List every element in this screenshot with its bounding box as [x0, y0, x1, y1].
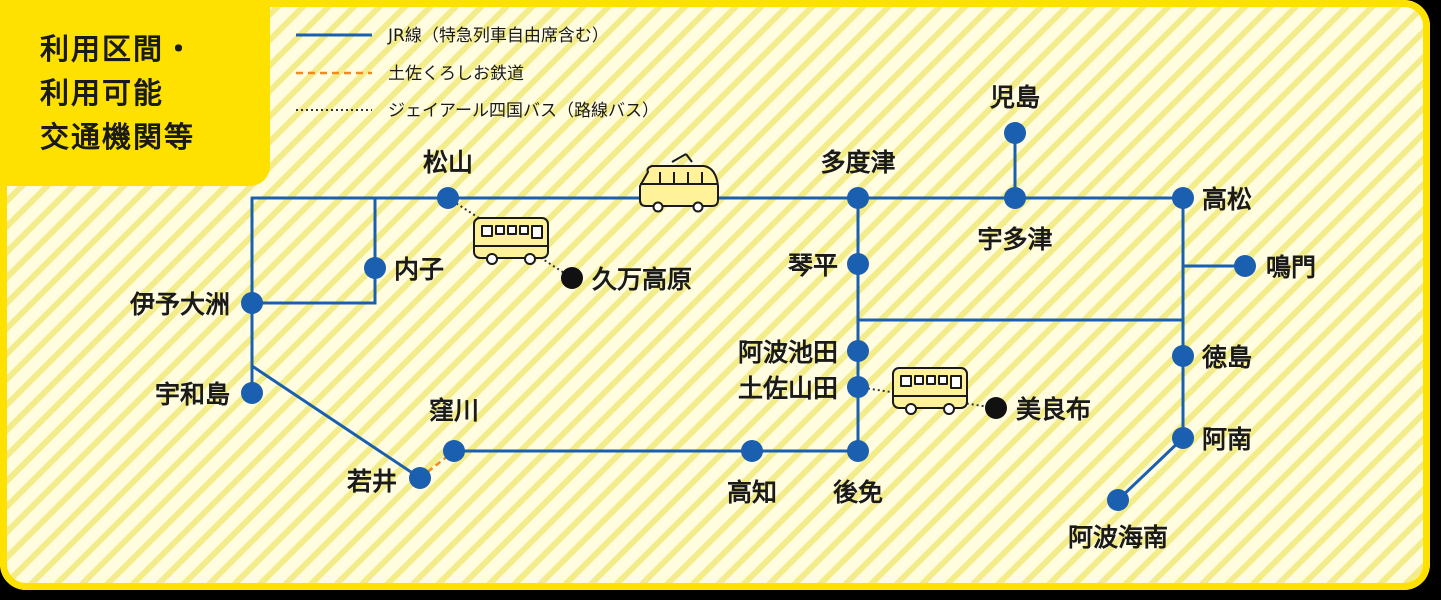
label-kochi: 高知 [727, 478, 777, 507]
label-awa-ikeda: 阿波池田 [738, 338, 838, 367]
station-labels: 松山 内子 伊予大洲 宇和島 窪川 若井 高知 後免 久万高原 多度津 琴平 阿… [129, 83, 1316, 552]
station-dot-utazu [1004, 187, 1026, 209]
station-dot-naruto [1234, 255, 1256, 277]
station-dot-kotohira [847, 253, 869, 275]
label-tokushima: 徳島 [1201, 343, 1252, 372]
legend-bus-label: ジェイアール四国バス（路線バス） [388, 101, 659, 121]
line-mugi [1116, 436, 1185, 502]
label-matsuyama: 松山 [423, 148, 473, 177]
bus-icon-tosayamada [892, 367, 968, 415]
legend-jr-label: JR線（特急列車自由席含む） [387, 26, 609, 46]
label-kotohira: 琴平 [788, 251, 838, 280]
label-kojima: 児島 [990, 83, 1040, 112]
station-dot-uchiko [364, 257, 386, 279]
station-dot-awa-kainan [1107, 489, 1129, 511]
station-dot-kubokawa [443, 440, 465, 462]
line-tosa-kuroshio [419, 450, 455, 479]
label-iyo-ozu: 伊予大洲 [129, 290, 230, 319]
station-dot-kuma-kogen [561, 267, 583, 289]
label-uchiko: 内子 [394, 255, 444, 284]
station-dot-birafu [985, 397, 1007, 419]
label-uwajima: 宇和島 [155, 380, 230, 409]
label-takamatsu: 高松 [1202, 185, 1252, 214]
station-dots [241, 122, 1256, 511]
station-dot-iyo-ozu [241, 292, 263, 314]
line-uchiko [250, 196, 377, 305]
station-dot-wakai [409, 467, 431, 489]
bus-icon-matsuyama [473, 217, 549, 265]
station-dot-tadotsu [847, 187, 869, 209]
label-gomen: 後免 [833, 478, 883, 507]
terminal-dots [561, 267, 1007, 419]
station-dot-kojima [1004, 122, 1026, 144]
station-dot-gomen [847, 440, 869, 462]
station-dot-uwajima [241, 382, 263, 404]
station-dot-matsuyama [437, 187, 459, 209]
station-dot-tokushima [1172, 345, 1194, 367]
title-line-1: 利用区間・ [40, 32, 196, 66]
title-line-3: 交通機関等 [40, 120, 196, 154]
train-icon [639, 153, 719, 213]
bus-routes [447, 197, 997, 409]
legend: JR線（特急列車自由席含む） 土佐くろしお鉄道 ジェイアール四国バス（路線バス） [296, 26, 659, 121]
label-naruto: 鳴門 [1266, 253, 1316, 282]
jr-lines [250, 131, 1247, 502]
label-kuma-kogen: 久万高原 [592, 265, 692, 294]
label-anan: 阿南 [1202, 425, 1252, 454]
line-yodo [250, 364, 422, 480]
title-box: 利用区間・ 利用可能 交通機関等 [0, 0, 270, 186]
label-awa-kainan: 阿波海南 [1068, 523, 1168, 552]
station-dot-kochi [741, 440, 763, 462]
label-tosa-yamada: 土佐山田 [738, 374, 838, 403]
label-tadotsu: 多度津 [820, 148, 895, 177]
label-kubokawa: 窪川 [429, 396, 479, 425]
station-dot-anan [1172, 427, 1194, 449]
bus-route-birafu [857, 386, 997, 409]
label-utazu: 宇多津 [977, 225, 1052, 254]
station-dot-awa-ikeda [847, 340, 869, 362]
title-line-2: 利用可能 [40, 76, 165, 110]
legend-tosa-label: 土佐くろしお鉄道 [388, 64, 524, 84]
station-dot-tosa-yamada [847, 376, 869, 398]
label-birafu: 美良布 [1016, 395, 1091, 424]
station-dot-takamatsu [1172, 187, 1194, 209]
label-wakai: 若井 [346, 467, 397, 496]
